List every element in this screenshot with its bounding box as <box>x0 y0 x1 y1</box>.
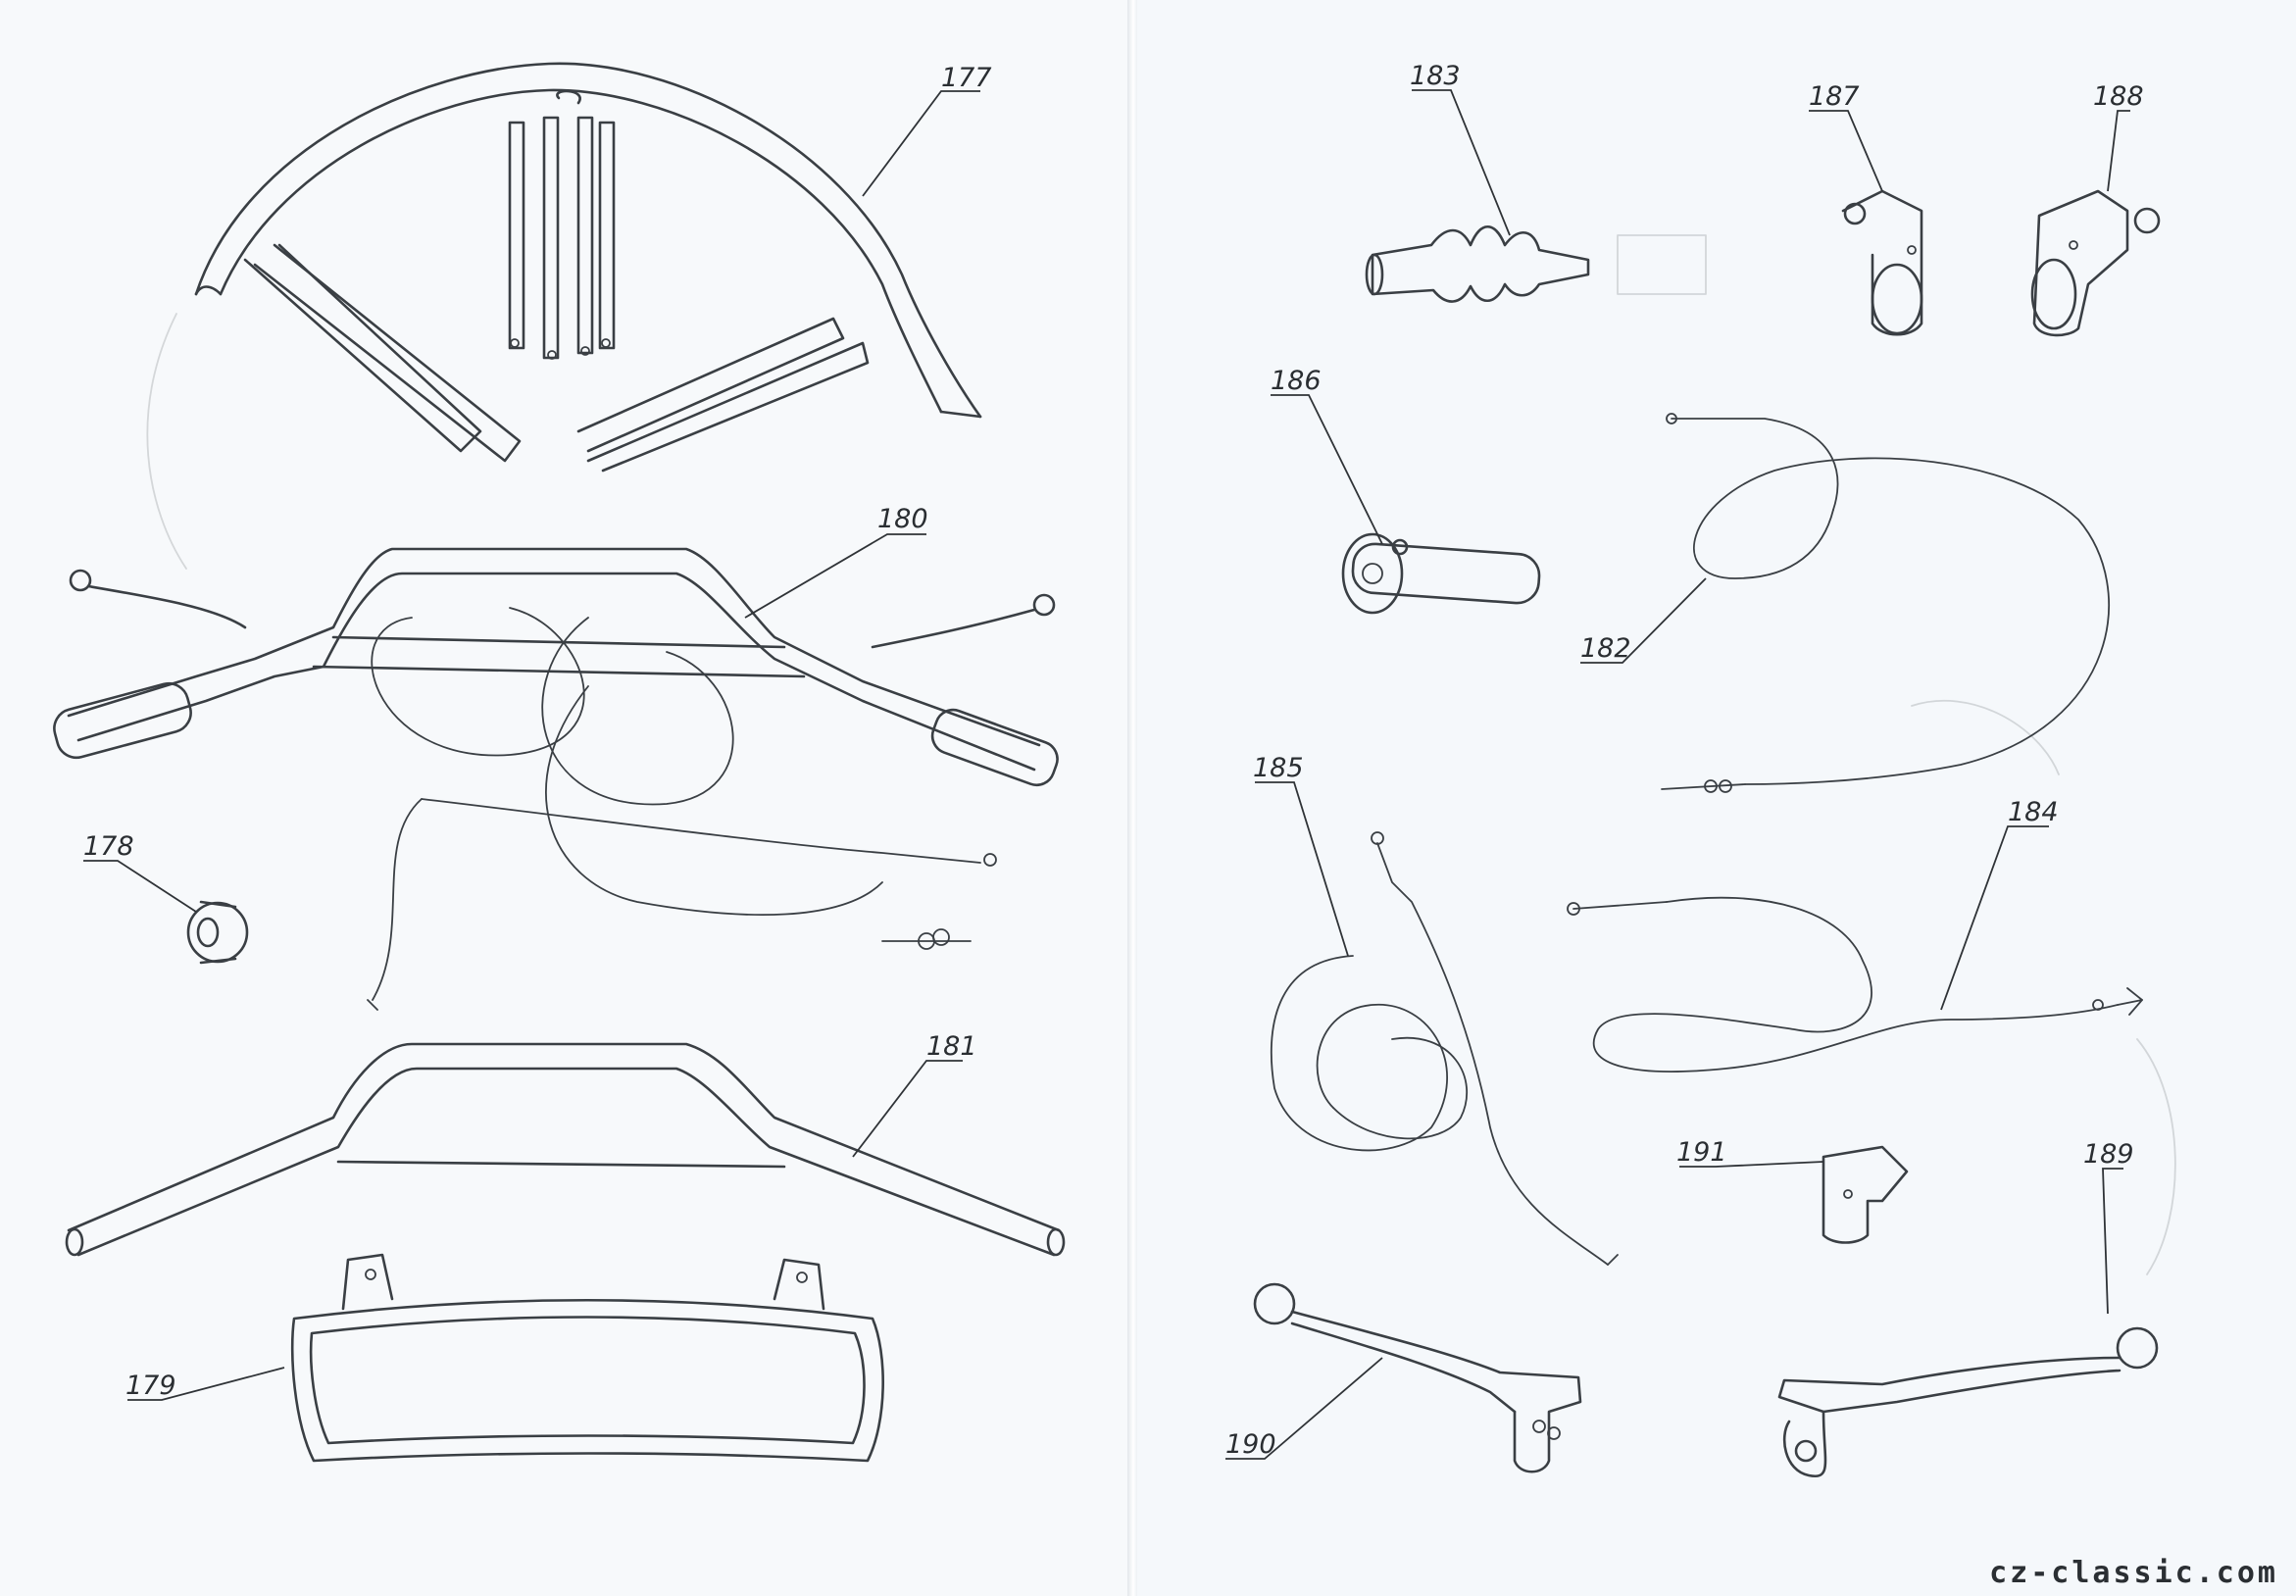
label-182: 182 <box>1580 633 1631 664</box>
label-181: 181 <box>926 1031 977 1062</box>
label-189: 189 <box>2083 1139 2134 1170</box>
label-179: 179 <box>125 1371 176 1401</box>
label-178: 178 <box>83 831 134 862</box>
part-180-handlebar-assembly <box>53 547 1059 1011</box>
part-182-throttle-cable <box>1661 413 2110 793</box>
label-190: 190 <box>1225 1429 1276 1460</box>
part-185-brake-cable <box>1270 831 1619 1266</box>
left-page <box>0 0 1127 1596</box>
leader-lines <box>83 89 2130 1460</box>
part-188-lever-bracket-right <box>2030 189 2161 337</box>
label-177: 177 <box>941 63 992 93</box>
label-188: 188 <box>2093 81 2144 112</box>
part-184-clutch-cable <box>1567 896 2143 1072</box>
label-186: 186 <box>1271 366 1322 396</box>
label-184: 184 <box>2008 797 2059 827</box>
right-page <box>1137 0 2296 1596</box>
part-181-handlebar <box>65 1042 1066 1257</box>
label-187: 187 <box>1809 81 1860 112</box>
label-185: 185 <box>1253 753 1304 783</box>
watermark: cz-classic.com <box>1989 1556 2278 1590</box>
ghost-marks <box>146 234 2176 1275</box>
part-179-headlight-bracket <box>290 1253 884 1463</box>
label-183: 183 <box>1410 61 1461 91</box>
part-177-front-fender <box>194 62 982 473</box>
part-178-rubber-washer <box>186 900 249 965</box>
label-191: 191 <box>1676 1137 1727 1168</box>
part-183-grip <box>1365 225 1590 303</box>
part-number-labels: 177 178 179 180 181 182 183 184 185 186 … <box>83 61 2144 1460</box>
part-189-lever-right <box>1777 1326 2159 1478</box>
part-191-cable-clip <box>1822 1145 1909 1244</box>
part-190-lever-left <box>1253 1282 1582 1473</box>
page-gutter <box>1127 0 1137 1596</box>
label-180: 180 <box>877 504 928 534</box>
part-187-lever-bracket-left <box>1841 189 1923 336</box>
part-186-throttle-grip <box>1341 532 1541 615</box>
